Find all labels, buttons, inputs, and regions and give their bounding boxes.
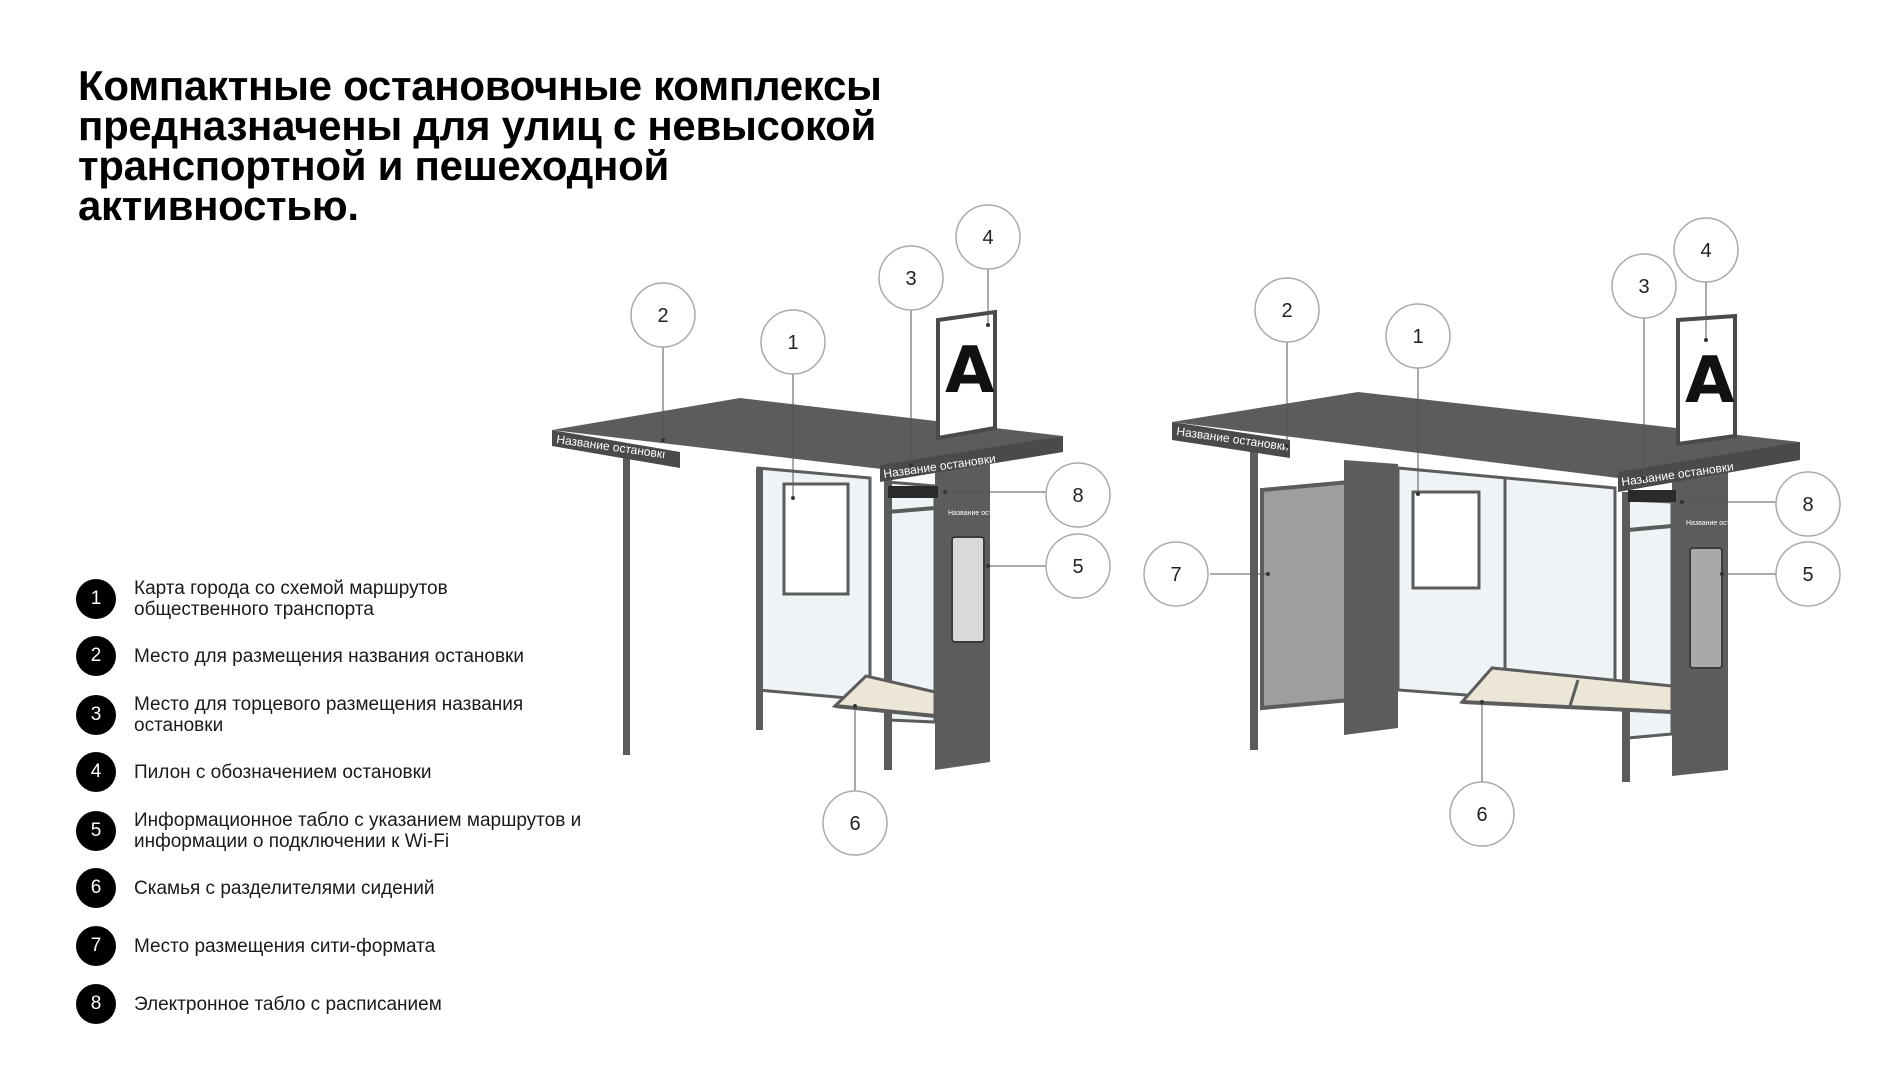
legend-text: Место для размещения названия остановки [134, 645, 524, 667]
roof-front-edge [1172, 422, 1290, 458]
callout-left-5: 5 [1045, 533, 1111, 599]
legend-text: Пилон с обозначением остановки [134, 761, 432, 783]
callout-number: 3 [905, 268, 916, 290]
callout-number: 3 [1638, 276, 1649, 298]
title-line: транспортной и пешеходной [78, 142, 669, 189]
legend-number-badge: 8 [76, 984, 116, 1024]
front-post [623, 455, 630, 755]
callout-right-3: 3 [1611, 253, 1677, 319]
legend-item-3: 3 Место для торцевого размещения названи… [76, 694, 554, 736]
callout-number: 1 [787, 332, 798, 354]
legend-text: Место для торцевого размещения названия … [134, 694, 524, 736]
pylon-letter: А [945, 334, 995, 408]
info-display-panel [1689, 547, 1723, 669]
legend-number-badge: 3 [76, 695, 116, 735]
legend: 1 Карта города со схемой маршрутов общес… [76, 0, 636, 1080]
left-post [1250, 448, 1258, 750]
shelter-left: Название остановки Название остановкı На… [552, 309, 1063, 770]
city-map-frame [782, 482, 850, 596]
electronic-schedule-board [888, 486, 938, 498]
legend-text: Электронное табло с расписанием [134, 993, 442, 1015]
legend-item-8: 8 Электронное табло с расписанием [76, 984, 614, 1024]
callout-number: 6 [1476, 804, 1487, 826]
electronic-schedule-board [1628, 490, 1676, 502]
callout-left-1: 1 [760, 309, 826, 375]
central-column [1344, 460, 1398, 735]
page-title: Компактные остановочные комплексы предна… [78, 62, 898, 229]
city-format-panel [1260, 479, 1352, 711]
roof-end-edge [880, 436, 1063, 482]
legend-number-badge: 5 [76, 811, 116, 851]
legend-number-badge: 2 [76, 636, 116, 676]
callout-number: 5 [1072, 556, 1083, 578]
shelter-right: Название остановки Название остановки На… [1172, 313, 1800, 782]
callout-right-1: 1 [1385, 303, 1451, 369]
pylon-sign [936, 309, 997, 441]
city-map-frame [1411, 490, 1481, 590]
callout-left-4: 4 [955, 204, 1021, 270]
callout-left-8: 8 [1045, 462, 1111, 528]
legend-text: Информационное табло с указанием маршрут… [134, 810, 582, 852]
info-display-panel [951, 536, 985, 643]
callout-right-4: 4 [1673, 217, 1739, 283]
roof-front-edge [552, 430, 680, 468]
roof [552, 398, 1063, 470]
legend-text: Карта города со схемой маршрутов обществ… [134, 578, 448, 620]
callout-right-6: 6 [1449, 781, 1515, 847]
callout-left-6: 6 [822, 790, 888, 856]
callout-number: 8 [1072, 485, 1083, 507]
pylon-panel-label: Название остановки [948, 510, 1014, 517]
callout-right-7: 7 [1143, 541, 1209, 607]
legend-number-badge: 4 [76, 752, 116, 792]
callout-left-2: 2 [630, 282, 696, 348]
title-line: активностью. [78, 182, 359, 229]
callout-number: 4 [982, 227, 993, 249]
roof-end-edge [1618, 442, 1800, 492]
callout-right-5: 5 [1775, 541, 1841, 607]
legend-text: Место размещения сити-формата [134, 935, 436, 957]
legend-number-badge: 7 [76, 926, 116, 966]
middle-post [756, 468, 763, 730]
legend-item-6: 6 Скамья с разделителями сидений [76, 868, 614, 908]
callout-number: 8 [1802, 494, 1813, 516]
title-line: Компактные остановочные комплексы [78, 62, 882, 109]
callout-number: 1 [1412, 326, 1423, 348]
pylon-sign [1676, 313, 1737, 447]
legend-item-1: 1 Карта города со схемой маршрутов общес… [76, 578, 474, 620]
pylon-letter: А [1685, 344, 1735, 418]
callout-number: 5 [1802, 564, 1813, 586]
side-post [884, 478, 892, 770]
legend-item-5: 5 Информационное табло с указанием маршр… [76, 810, 624, 852]
callout-number: 4 [1700, 240, 1711, 262]
pylon-panel-label: Название остановки [1686, 520, 1752, 527]
side-post [1622, 492, 1630, 782]
legend-number-badge: 1 [76, 579, 116, 619]
legend-item-7: 7 Место размещения сити-формата [76, 926, 614, 966]
callout-right-8: 8 [1775, 471, 1841, 537]
callout-number: 7 [1170, 564, 1181, 586]
legend-item-2: 2 Место для размещения названия остановк… [76, 636, 614, 676]
callout-right-2: 2 [1254, 277, 1320, 343]
callout-number: 2 [1281, 300, 1292, 322]
legend-item-4: 4 Пилон с обозначением остановки [76, 752, 614, 792]
callout-left-3: 3 [878, 245, 944, 311]
callout-number: 6 [849, 813, 860, 835]
legend-number-badge: 6 [76, 868, 116, 908]
legend-text: Скамья с разделителями сидений [134, 877, 435, 899]
roof [1172, 392, 1800, 478]
callout-number: 2 [657, 305, 668, 327]
title-line: предназначены для улиц с невысокой [78, 102, 876, 149]
